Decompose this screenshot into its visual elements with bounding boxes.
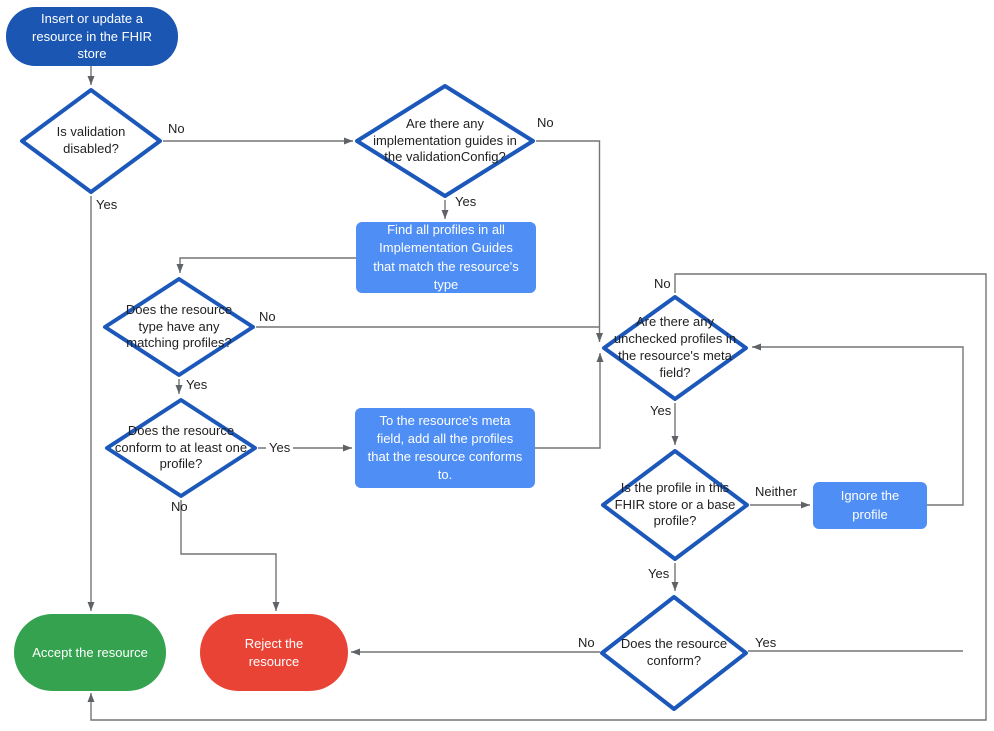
edge-label-validation-yes: Yes <box>96 197 118 212</box>
decision-implementation-guides: Are there any implementation guides in t… <box>354 83 536 199</box>
decision-implementation-guides-label: Are there any implementation guides in t… <box>373 115 517 165</box>
decision-validation-disabled: Is validation disabled? <box>19 87 163 195</box>
decision-matching-profiles: Does the resource type have any matching… <box>102 276 256 378</box>
edge-conformsone-no <box>180 500 280 611</box>
edge-addprofiles-to-unchecked <box>535 353 604 449</box>
decision-unchecked-profiles: Are there any unchecked profiles in the … <box>601 294 749 402</box>
diamond-shape <box>600 595 748 711</box>
edge-guides-no <box>536 140 603 342</box>
decision-validation-disabled-label: Is validation disabled? <box>56 124 126 156</box>
edge-ignore-loopback <box>752 343 964 506</box>
process-find-profiles-label: Find all profiles in all Implementation … <box>373 222 519 292</box>
decision-unchecked-profiles-label: Are there any unchecked profiles in the … <box>613 314 737 380</box>
edge-label-conformsone-yes: Yes <box>266 440 294 455</box>
decision-conforms-one-profile: Does the resource conform to at least on… <box>104 397 258 499</box>
node-start-label: Insert or update a resource in the FHIR … <box>32 11 152 62</box>
edge-label-guides-yes: Yes <box>455 194 477 209</box>
decision-matching-profiles-label: Does the resource type have any matching… <box>125 301 233 351</box>
edge-label-conform-no: No <box>578 635 595 650</box>
edge-label-profile-neither: Neither <box>755 484 797 499</box>
process-add-profiles-meta-label: To the resource's meta field, add all th… <box>367 412 523 483</box>
edge-label-validation-no: No <box>168 121 185 136</box>
diamond-shape <box>103 277 255 377</box>
node-reject: Reject the resource <box>200 614 348 691</box>
edge-label-profile-yes: Yes <box>648 566 670 581</box>
process-find-profiles: Find all profiles in all Implementation … <box>356 222 536 293</box>
edge-unchecked-no-loop <box>87 273 987 721</box>
process-ignore-profile-label: Ignore the profile <box>840 488 900 522</box>
decision-profile-in-store-label: Is the profile in this FHIR store or a b… <box>614 479 736 529</box>
node-accept-label: Accept the resource <box>32 644 148 660</box>
decision-profile-in-store: Is the profile in this FHIR store or a b… <box>600 448 750 562</box>
edge-label-conformsone-no: No <box>171 499 188 514</box>
diamond-shape <box>105 398 257 498</box>
edge-findprofiles-to-matching <box>176 257 356 273</box>
diamond-shape <box>355 84 535 198</box>
process-ignore-profile: Ignore the profile <box>813 482 927 529</box>
diamond-shape <box>20 88 162 194</box>
edge-label-matching-yes: Yes <box>186 377 208 392</box>
edge-label-conform-yes: Yes <box>755 635 777 650</box>
decision-resource-conforms: Does the resource conform? <box>599 594 749 712</box>
node-reject-label: Reject the resource <box>244 635 304 669</box>
node-accept: Accept the resource <box>14 614 166 691</box>
diamond-shape <box>601 449 749 561</box>
node-start: Insert or update a resource in the FHIR … <box>6 7 178 66</box>
decision-resource-conforms-label: Does the resource conform? <box>620 636 728 668</box>
diamond-shape <box>602 295 748 401</box>
decision-conforms-one-profile-label: Does the resource conform to at least on… <box>114 422 248 472</box>
edge-label-matching-no: No <box>259 309 276 324</box>
edge-label-unchecked-yes: Yes <box>650 403 672 418</box>
edge-label-unchecked-no: No <box>654 276 671 291</box>
process-add-profiles-meta: To the resource's meta field, add all th… <box>355 408 535 488</box>
edge-label-guides-no: No <box>537 115 554 130</box>
